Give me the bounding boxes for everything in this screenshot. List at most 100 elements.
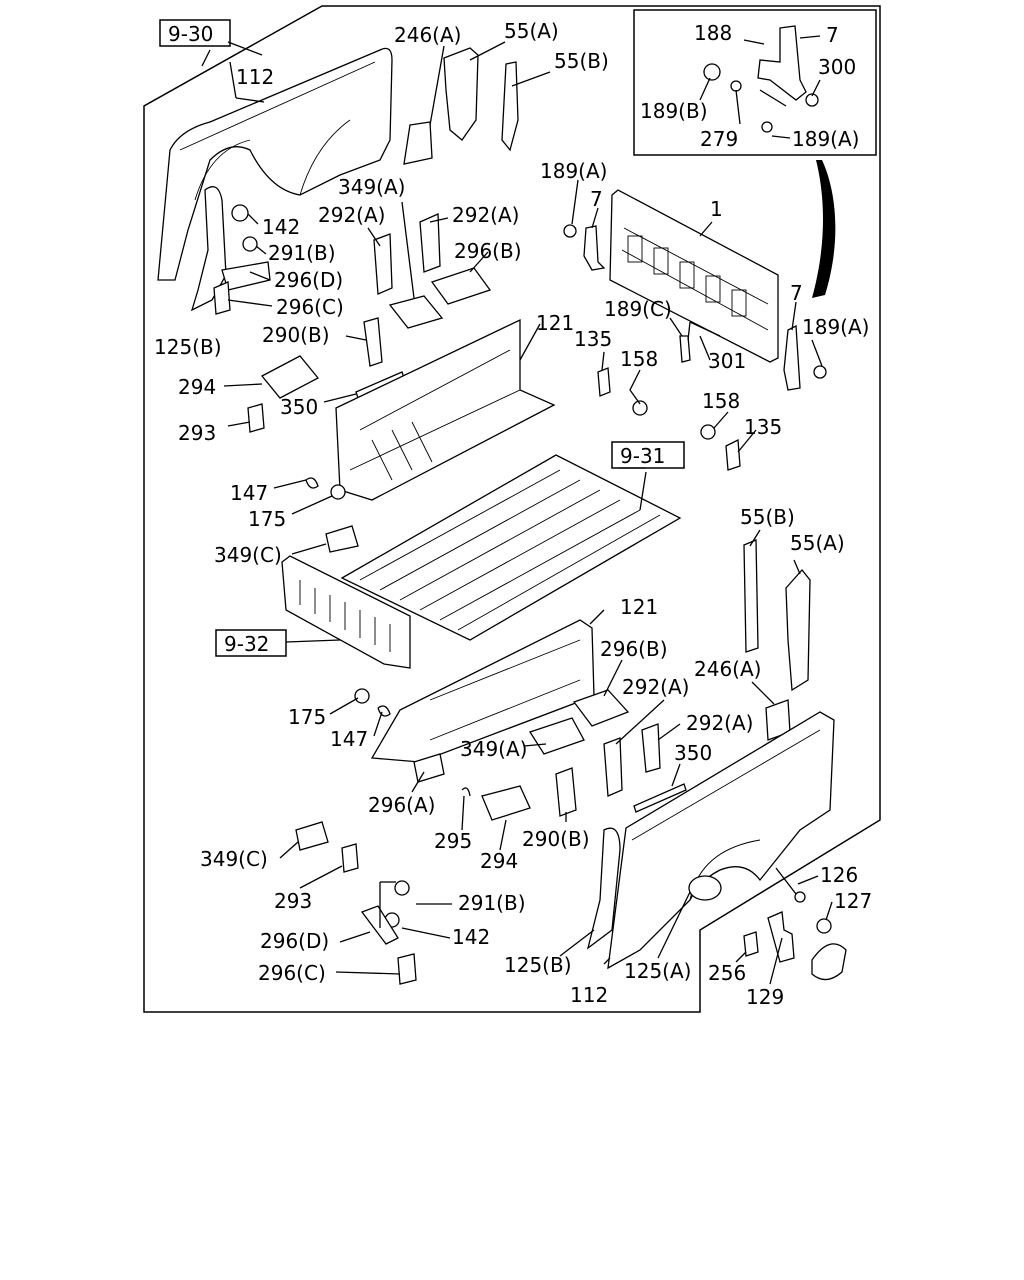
part-label: 296(C) xyxy=(276,295,344,319)
part-label: 121 xyxy=(620,595,658,619)
ref-label-9-32: 9-32 xyxy=(224,632,269,656)
bolt-127 xyxy=(816,918,832,934)
part-label: 296(B) xyxy=(454,239,522,263)
part-label: 125(B) xyxy=(154,335,222,359)
part-label: 127 xyxy=(834,889,872,913)
bracket-296c-lower xyxy=(397,953,417,985)
clip-147-lower xyxy=(377,705,391,717)
clip-135-lower xyxy=(725,438,741,471)
bolt-291b-upper xyxy=(242,236,258,252)
part-label: 349(C) xyxy=(200,847,268,871)
part-label: 125(A) xyxy=(624,959,691,983)
clip-256 xyxy=(743,931,759,957)
fender-liner-125b-lower xyxy=(586,827,621,950)
part-label: 296(A) xyxy=(368,793,435,817)
part-label: 55(B) xyxy=(554,49,609,73)
bolt-189a-right xyxy=(813,365,827,379)
inset-detail-box xyxy=(633,9,877,156)
bolt-158-upper xyxy=(632,400,648,416)
part-label: 55(A) xyxy=(504,19,559,43)
part-label: 7 xyxy=(590,187,603,211)
part-label: 55(B) xyxy=(740,505,795,529)
part-label: 142 xyxy=(452,925,490,949)
part-label: 147 xyxy=(230,481,268,505)
part-label: 189(B) xyxy=(640,99,708,123)
bracket-129 xyxy=(767,911,795,963)
part-label: 55(A) xyxy=(790,531,845,555)
bolt-291b-lower xyxy=(394,880,410,896)
bolt-189a-left xyxy=(563,224,577,238)
leader-lines xyxy=(201,35,833,985)
bracket-292a-lower-right xyxy=(641,723,661,773)
bolt-175-upper xyxy=(330,484,346,500)
part-label: 246(A) xyxy=(694,657,761,681)
bracket-293-upper xyxy=(247,403,265,433)
fender-liner-125b-upper xyxy=(190,186,227,312)
bolt-158-lower xyxy=(700,424,716,440)
bracket-55a-lower xyxy=(785,568,811,692)
part-label: 189(A) xyxy=(540,159,607,183)
part-label: 350 xyxy=(280,395,318,419)
bed-floor xyxy=(340,454,682,641)
part-label: 129 xyxy=(746,985,784,1009)
part-label: 296(B) xyxy=(600,637,668,661)
nut-142-upper xyxy=(231,204,249,222)
hinge-7-left xyxy=(583,225,606,271)
part-label: 295 xyxy=(434,829,472,853)
part-label: 189(A) xyxy=(792,127,859,151)
ref-box-9-31 xyxy=(611,441,685,469)
part-label: 189(A) xyxy=(802,315,869,339)
ref-box-9-32 xyxy=(215,629,287,657)
part-label: 293 xyxy=(178,421,216,445)
part-label: 296(C) xyxy=(258,961,326,985)
part-label: 279 xyxy=(700,127,738,151)
part-label: 188 xyxy=(694,21,732,45)
screw-126 xyxy=(794,891,806,903)
part-label: 135 xyxy=(744,415,782,439)
part-label: 189(C) xyxy=(604,297,672,321)
clip-135-upper xyxy=(597,367,611,397)
bracket-349a-lower xyxy=(529,717,585,755)
part-label: 147 xyxy=(330,727,368,751)
right-fender-112 xyxy=(607,711,835,970)
bracket-349c-lower xyxy=(295,821,329,851)
bracket-293-lower xyxy=(341,843,359,873)
part-label: 349(C) xyxy=(214,543,282,567)
part-label: 296(D) xyxy=(274,268,343,292)
tailgate-1 xyxy=(609,189,779,363)
hinge-7-right xyxy=(783,324,801,391)
bracket-55a-upper xyxy=(443,47,479,141)
part-label: 292(A) xyxy=(318,203,385,227)
bracket-55b-lower xyxy=(743,539,759,653)
part-label: 350 xyxy=(674,741,712,765)
bracket-55b-upper xyxy=(501,61,519,152)
ref-label-9-31: 9-31 xyxy=(620,444,665,468)
part-label: 175 xyxy=(288,705,326,729)
part-label: 112 xyxy=(570,983,608,1007)
hinge-assembly-inset xyxy=(703,25,819,133)
part-label: 112 xyxy=(236,65,274,89)
front-panel xyxy=(281,555,411,669)
bolt-175-lower xyxy=(354,688,370,704)
part-label: 7 xyxy=(826,23,839,47)
cable-301 xyxy=(687,321,721,341)
part-label: 1 xyxy=(710,197,723,221)
part-label: 294 xyxy=(480,849,518,873)
bracket-296b-upper xyxy=(430,267,492,305)
bracket-296c-upper xyxy=(213,281,231,315)
part-label: 7 xyxy=(790,281,803,305)
bracket-349c-upper xyxy=(325,525,359,553)
part-label: 256 xyxy=(708,961,746,985)
strip-350-lower xyxy=(633,783,687,813)
clip-295 xyxy=(461,787,471,797)
part-label: 292(A) xyxy=(622,675,689,699)
part-label: 175 xyxy=(248,507,286,531)
part-label: 135 xyxy=(574,327,612,351)
part-label: 349(A) xyxy=(338,175,405,199)
part-label: 158 xyxy=(702,389,740,413)
ref-box-9-30 xyxy=(159,19,231,47)
part-label: 121 xyxy=(536,311,574,335)
part-label: 301 xyxy=(708,349,746,373)
part-label: 290(B) xyxy=(522,827,590,851)
